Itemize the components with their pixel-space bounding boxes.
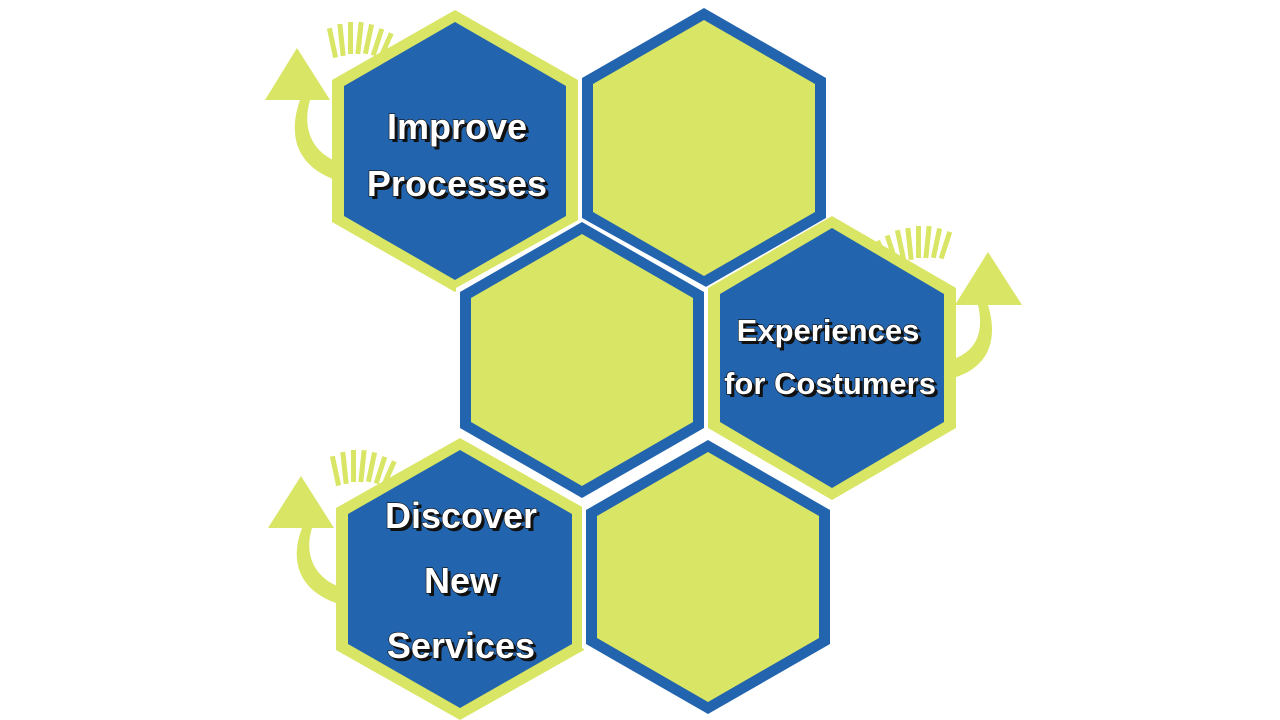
hex-discover-new-services: Discover Discover New New Services Servi… (336, 438, 584, 720)
hex-improve-processes: Improve Improve Processes Processes (332, 10, 578, 292)
hex-label-line: Discover (388, 498, 540, 539)
hex-label-line: Processes (370, 166, 550, 207)
hex-label-line: Improve (390, 109, 530, 150)
hex-label-line: New (427, 563, 502, 604)
hex-label-line: for Costumers (727, 369, 939, 404)
hex-label-line: Experiences (740, 316, 923, 351)
hex-label-line: Discover (385, 495, 537, 536)
hex-label-line: for Costumers (724, 366, 936, 401)
hex-label-line: Experiences (737, 313, 920, 348)
hex-label-line: Services (390, 628, 538, 669)
hex-bottom-right-empty (582, 436, 834, 718)
hex-top-right-empty (578, 6, 830, 290)
hex-label-line: Processes (367, 163, 547, 204)
hex-label-line: New (424, 560, 499, 601)
hex-label-line: Services (387, 625, 535, 666)
hex-label-line: Improve (387, 106, 527, 147)
hex-middle-empty (456, 218, 708, 502)
hex-experiences-for-costumers: Experiences Experiences for Costumers fo… (708, 216, 956, 500)
